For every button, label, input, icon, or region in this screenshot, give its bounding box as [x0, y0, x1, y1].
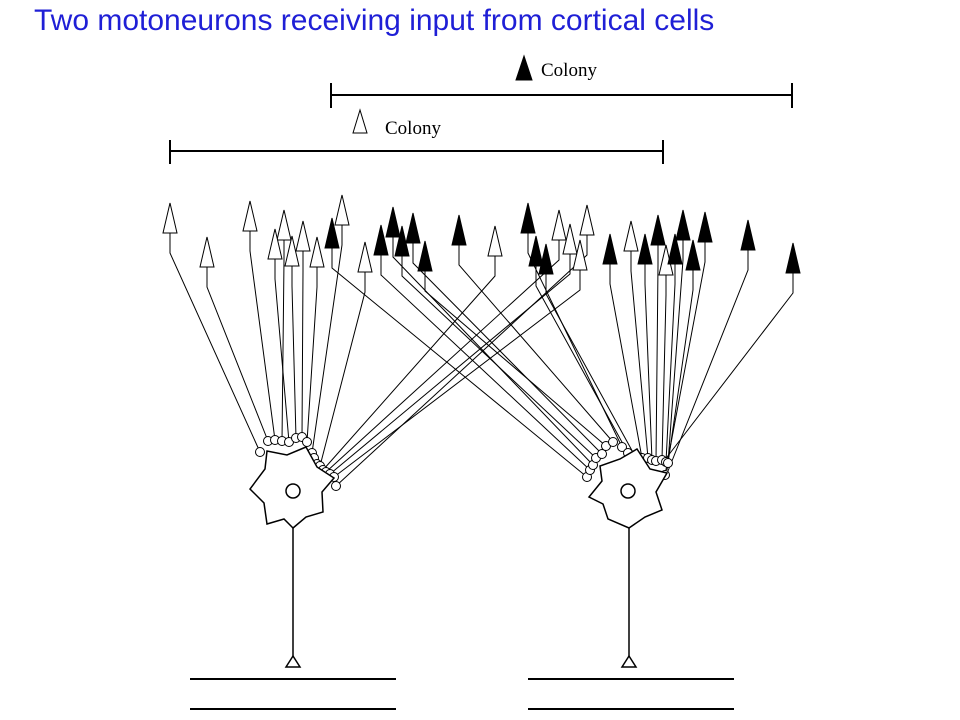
cortical-cell-open-4: [276, 209, 292, 241]
axon-open-23: [329, 254, 571, 475]
cortical-cell-filled-19: [520, 202, 536, 234]
synaptic-bouton-34: [663, 458, 673, 468]
axon-filled-16: [424, 271, 607, 447]
cortical-cell-filled-14: [394, 225, 410, 257]
cortical-cell-open-22: [551, 209, 567, 241]
axon-filled-12: [380, 255, 591, 471]
cortical-cell-filled-20: [528, 235, 544, 267]
axon-filled-34: [664, 242, 706, 476]
colony-label-filled: Colony: [541, 60, 597, 81]
axon-filled-11: [331, 248, 588, 478]
synaptic-bouton-8: [302, 437, 312, 447]
colony-bracket-filled: [330, 83, 793, 108]
cortical-cell-open-7: [295, 220, 311, 252]
axon-filled-21: [545, 274, 636, 457]
cortical-cell-filled-21: [538, 243, 554, 275]
axon-filled-20: [535, 266, 629, 454]
cortical-axons: [169, 225, 794, 487]
axon-open-30: [661, 275, 667, 461]
nucleus-left: [285, 483, 301, 499]
axon-filled-26: [609, 264, 643, 459]
cortical-cell-open-10: [357, 241, 373, 273]
cortical-cell-open-1: [162, 202, 178, 234]
axon-filled-13: [392, 237, 594, 466]
axon-terminal-right: [620, 654, 638, 668]
axon-open-22: [325, 240, 560, 473]
axon-filled-14: [401, 256, 597, 459]
axon-open-2: [206, 267, 269, 442]
axon-open-5: [274, 259, 290, 443]
cortical-cell-open-27: [623, 220, 639, 252]
cortical-cell-open-9: [334, 194, 350, 226]
axon-open-7: [301, 251, 304, 438]
cortical-cell-filled-34: [697, 211, 713, 243]
cortical-cell-open-8: [309, 236, 325, 268]
cortical-cell-open-18: [487, 225, 503, 257]
axon-filled-19: [527, 233, 623, 448]
cortical-cell-filled-13: [385, 206, 401, 238]
colony-bracket-open: [169, 140, 664, 164]
motoneuron-left: [190, 446, 396, 710]
axon-filled-36: [663, 273, 794, 462]
axon-filled-15: [412, 243, 603, 455]
synaptic-bouton-24: [608, 437, 618, 447]
cortical-cells: [162, 194, 801, 276]
cortical-cell-filled-35: [740, 219, 756, 251]
cortical-cell-open-2: [199, 236, 215, 268]
open-triangle-icon: [352, 108, 368, 134]
filled-triangle-icon: [515, 54, 533, 81]
axon-open-6: [291, 266, 297, 439]
cortical-cell-filled-36: [785, 242, 801, 274]
axon-open-10: [319, 272, 366, 467]
nucleus-right: [620, 483, 636, 499]
axon-open-4: [281, 240, 285, 442]
axon-filled-35: [665, 250, 749, 477]
axon-filled-29: [655, 245, 659, 462]
axon-filled-33: [666, 270, 694, 471]
axon-open-8: [306, 267, 318, 443]
axon-open-18: [322, 256, 496, 471]
synaptic-bouton-17: [331, 481, 341, 491]
axon-open-25: [335, 235, 588, 487]
axon-filled-17: [458, 245, 614, 443]
motoneuron-right: [528, 447, 734, 710]
cortical-cell-open-5: [267, 228, 283, 260]
axon-filled-32: [667, 240, 684, 464]
axon-open-1: [169, 233, 261, 453]
cortical-cell-open-3: [242, 200, 258, 232]
cortical-cell-open-24: [572, 239, 588, 271]
axon-filled-28: [644, 264, 653, 461]
axon-open-9: [311, 225, 343, 454]
cortical-cell-open-25: [579, 204, 595, 236]
cortical-cell-filled-12: [373, 224, 389, 256]
synaptic-bouton-25: [617, 442, 627, 452]
axon-open-27: [630, 251, 649, 459]
cortical-cell-filled-11: [324, 217, 340, 249]
page-title: Two motoneurons receiving input from cor…: [34, 4, 715, 37]
cortical-cell-filled-28: [637, 233, 653, 265]
synaptic-bouton-22: [597, 449, 607, 459]
cortical-cell-filled-26: [602, 233, 618, 265]
cortical-cell-filled-32: [675, 209, 691, 241]
axon-terminal-left: [284, 654, 302, 668]
axon-open-3: [249, 231, 276, 441]
synaptic-bouton-1: [255, 447, 265, 457]
axon-open-24: [333, 270, 581, 478]
cortical-cell-filled-16: [417, 240, 433, 272]
cortical-cell-open-23: [562, 223, 578, 255]
cortical-cell-filled-33: [685, 239, 701, 271]
cortical-cell-filled-31: [667, 233, 683, 265]
axon-filled-31: [665, 264, 676, 463]
cortical-cell-filled-29: [650, 214, 666, 246]
cortical-cell-filled-15: [405, 212, 421, 244]
colony-label-open: Colony: [385, 118, 441, 139]
cortical-cell-filled-17: [451, 214, 467, 246]
